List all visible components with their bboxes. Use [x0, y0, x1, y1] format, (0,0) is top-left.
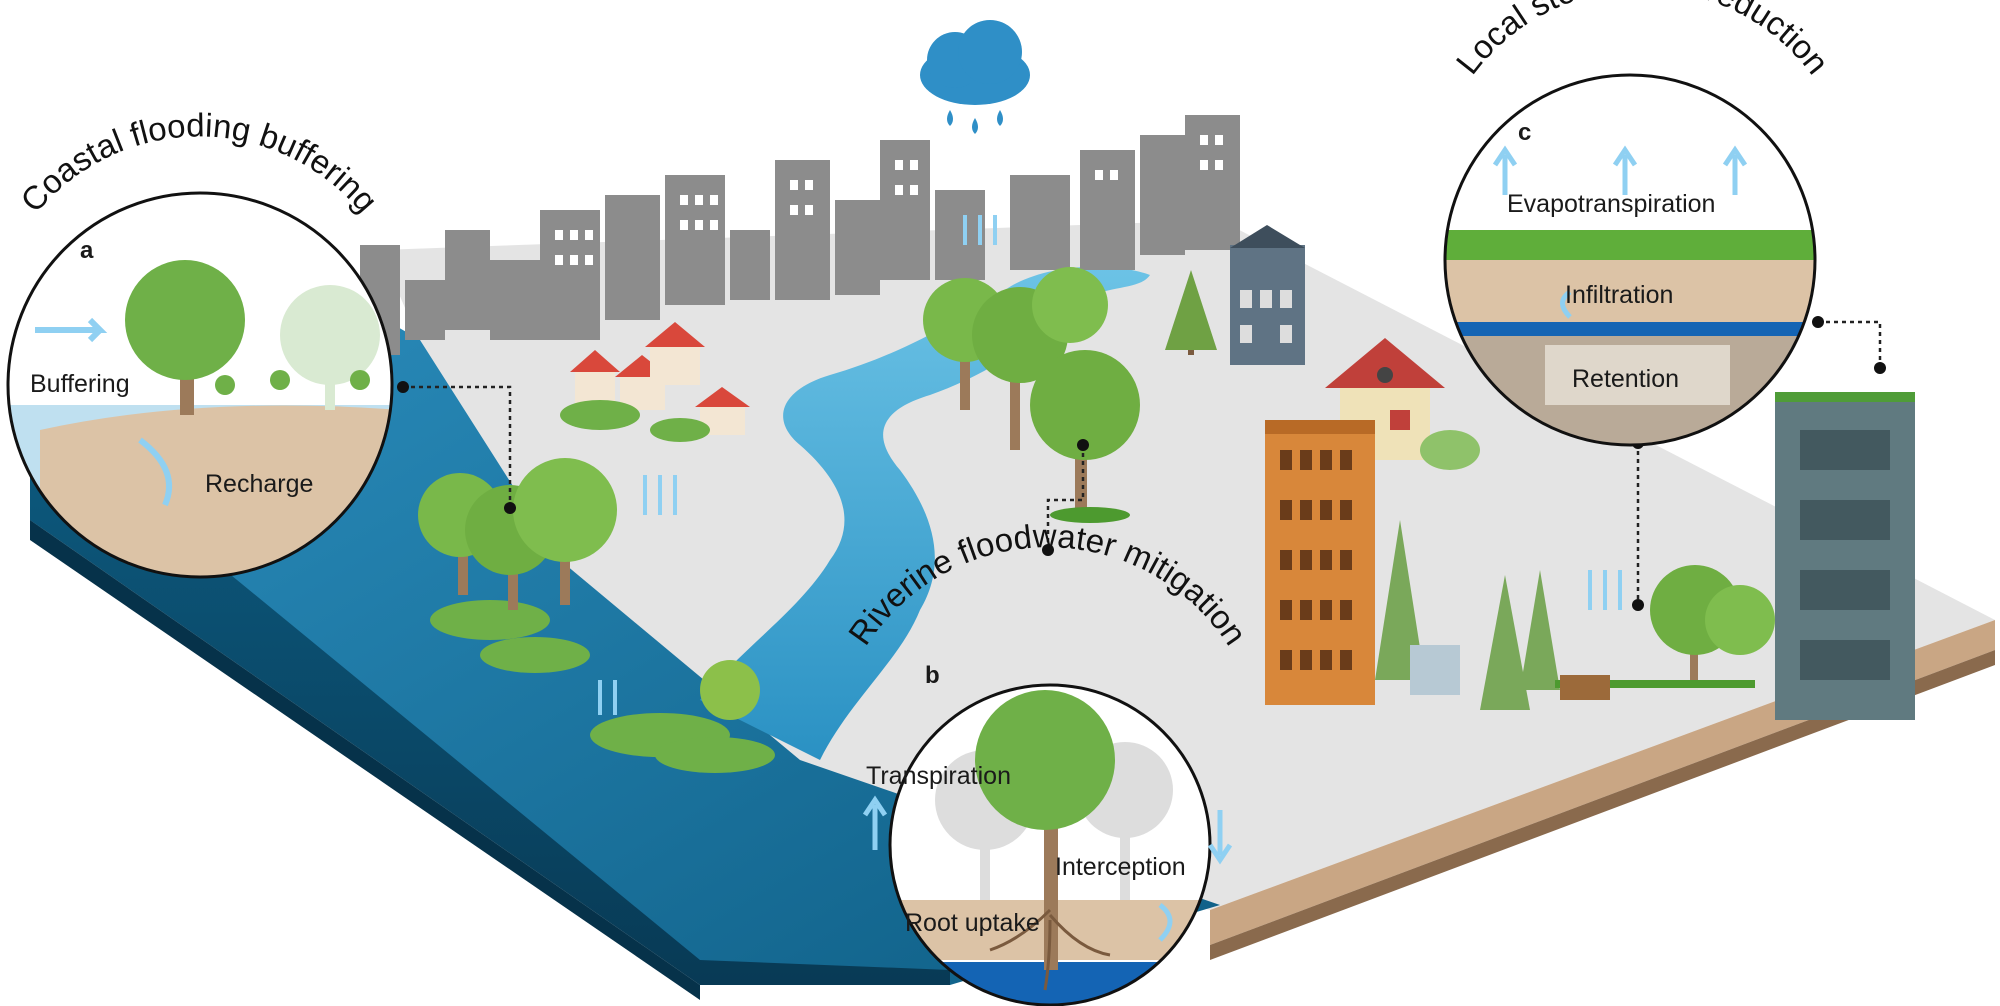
green-roof-tower [1775, 392, 1915, 720]
riverside-trees [923, 267, 1140, 523]
evaporation-arrows-icon [1492, 145, 1748, 195]
panel-b-letter: b [925, 662, 940, 689]
rain-cloud-icon [920, 20, 1030, 134]
retention-label: Retention [1572, 365, 1679, 393]
coastal-trees [418, 458, 775, 773]
local-title: Local stormwater reduction [1449, 0, 1837, 81]
recharge-label: Recharge [205, 470, 313, 498]
panel-b-circle: b Transpiration Interception Root uptake [862, 662, 1233, 1006]
transpiration-label: Transpiration [866, 762, 1011, 790]
skyline-windows [555, 135, 1223, 265]
connector-lines [403, 320, 1882, 605]
rain-arrows [598, 215, 1622, 715]
transpiration-arrow-icon [862, 795, 888, 850]
wind-arrow-icon [35, 317, 108, 343]
townhouse [1230, 225, 1305, 365]
buffering-label: Buffering [30, 370, 130, 398]
park-trees [1375, 520, 1775, 710]
panel-c-circle: c Evapotranspiration Infiltration Retent… [1443, 73, 1817, 447]
root-uptake-label: Root uptake [905, 909, 1040, 937]
panel-c-letter: c [1518, 119, 1531, 146]
infiltration-label: Infiltration [1565, 281, 1673, 309]
evapotranspiration-label: Evapotranspiration [1507, 190, 1715, 218]
interception-arrow-icon [1207, 810, 1233, 865]
interception-label: Interception [1055, 853, 1186, 881]
river [700, 266, 1150, 760]
city-skyline [360, 115, 1240, 355]
cottage [1325, 338, 1480, 470]
panel-a-letter: a [80, 237, 94, 264]
cone-tree [1165, 270, 1217, 355]
village-houses [560, 322, 750, 442]
orange-apartment [1265, 420, 1375, 705]
